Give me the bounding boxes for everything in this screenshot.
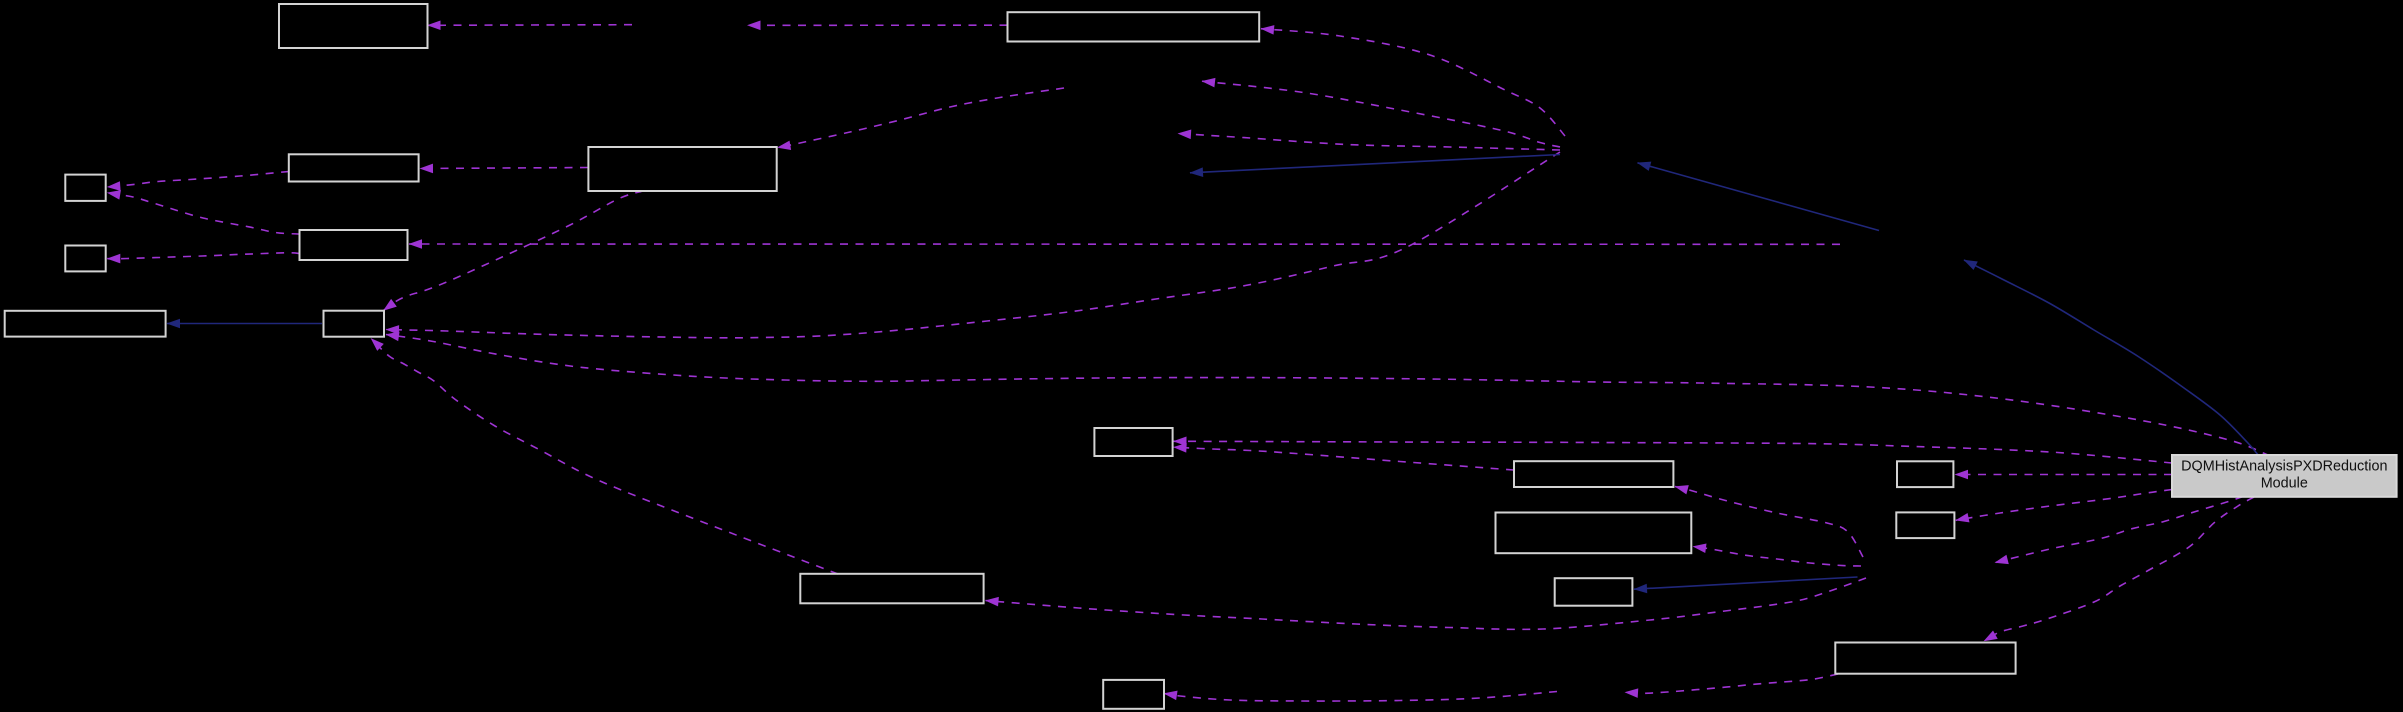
svg-text:DQMHistAnalysisPXDReduction: DQMHistAnalysisPXDReduction — [2181, 459, 2387, 475]
svg-text:Module: Module — [2261, 476, 2308, 492]
